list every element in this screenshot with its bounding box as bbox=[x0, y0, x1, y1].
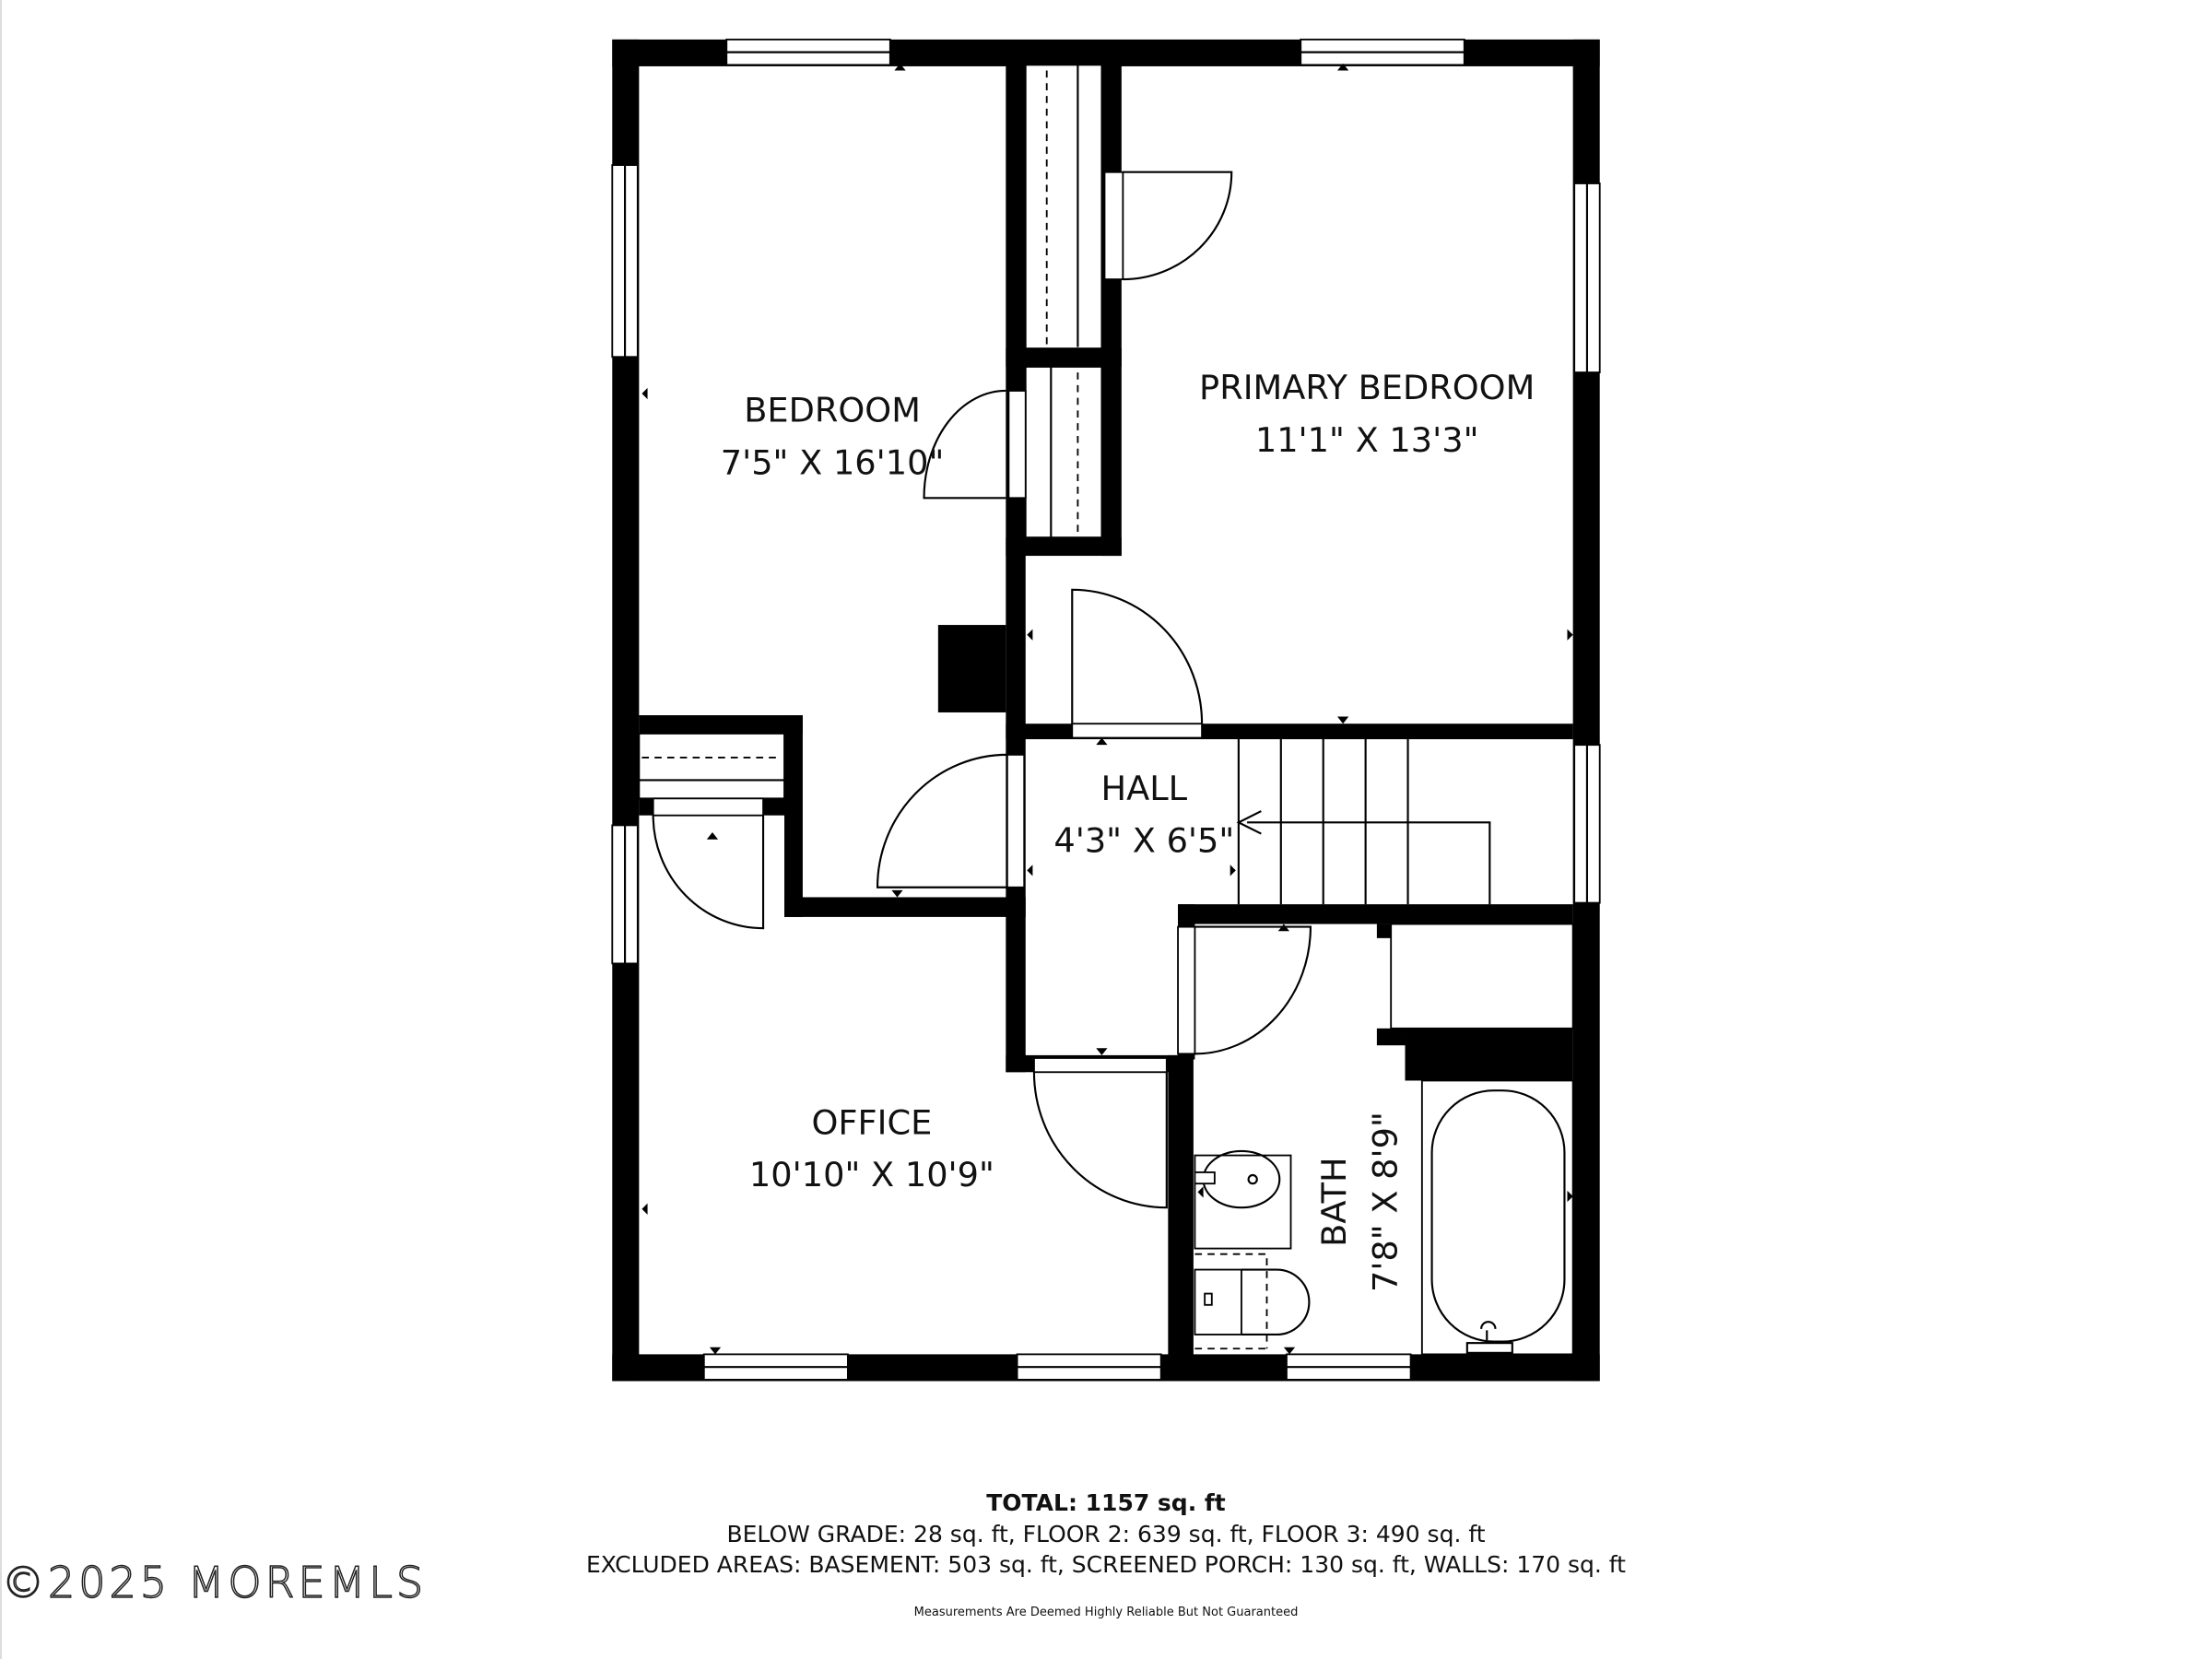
excluded-areas: EXCLUDED AREAS: BASEMENT: 503 sq. ft, SC… bbox=[586, 1551, 1626, 1578]
closets bbox=[638, 64, 1103, 800]
office-dims: 10'10" X 10'9" bbox=[749, 1155, 994, 1194]
bath-name: BATH bbox=[1314, 1157, 1354, 1246]
office-name: OFFICE bbox=[812, 1103, 933, 1143]
bedroom-name: BEDROOM bbox=[744, 391, 921, 430]
bath-fixtures bbox=[1194, 923, 1574, 1356]
room-labels: BEDROOM 7'5" X 16'10" PRIMARY BEDROOM 11… bbox=[721, 368, 1535, 1292]
doors bbox=[652, 171, 1312, 1209]
total-area: TOTAL: 1157 sq. ft bbox=[986, 1489, 1226, 1516]
windows bbox=[611, 38, 1601, 1381]
image-edge bbox=[0, 0, 2, 1659]
dimension-markers bbox=[641, 63, 1573, 1355]
hall-dims: 4'3" X 6'5" bbox=[1053, 820, 1234, 860]
primary-bedroom-dims: 11'1" X 13'3" bbox=[1255, 420, 1479, 460]
primary-bedroom-name: PRIMARY BEDROOM bbox=[1199, 368, 1535, 407]
watermark: ©2025 MOREMLS bbox=[1, 1557, 428, 1608]
stairs bbox=[1236, 739, 1491, 905]
floor-areas: BELOW GRADE: 28 sq. ft, FLOOR 2: 639 sq.… bbox=[726, 1521, 1486, 1547]
disclaimer: Measurements Are Deemed Highly Reliable … bbox=[913, 1606, 1299, 1619]
bath-dims: 7'8" X 8'9" bbox=[1365, 1112, 1405, 1292]
bedroom-dims: 7'5" X 16'10" bbox=[721, 442, 945, 482]
hall-name: HALL bbox=[1100, 769, 1187, 808]
